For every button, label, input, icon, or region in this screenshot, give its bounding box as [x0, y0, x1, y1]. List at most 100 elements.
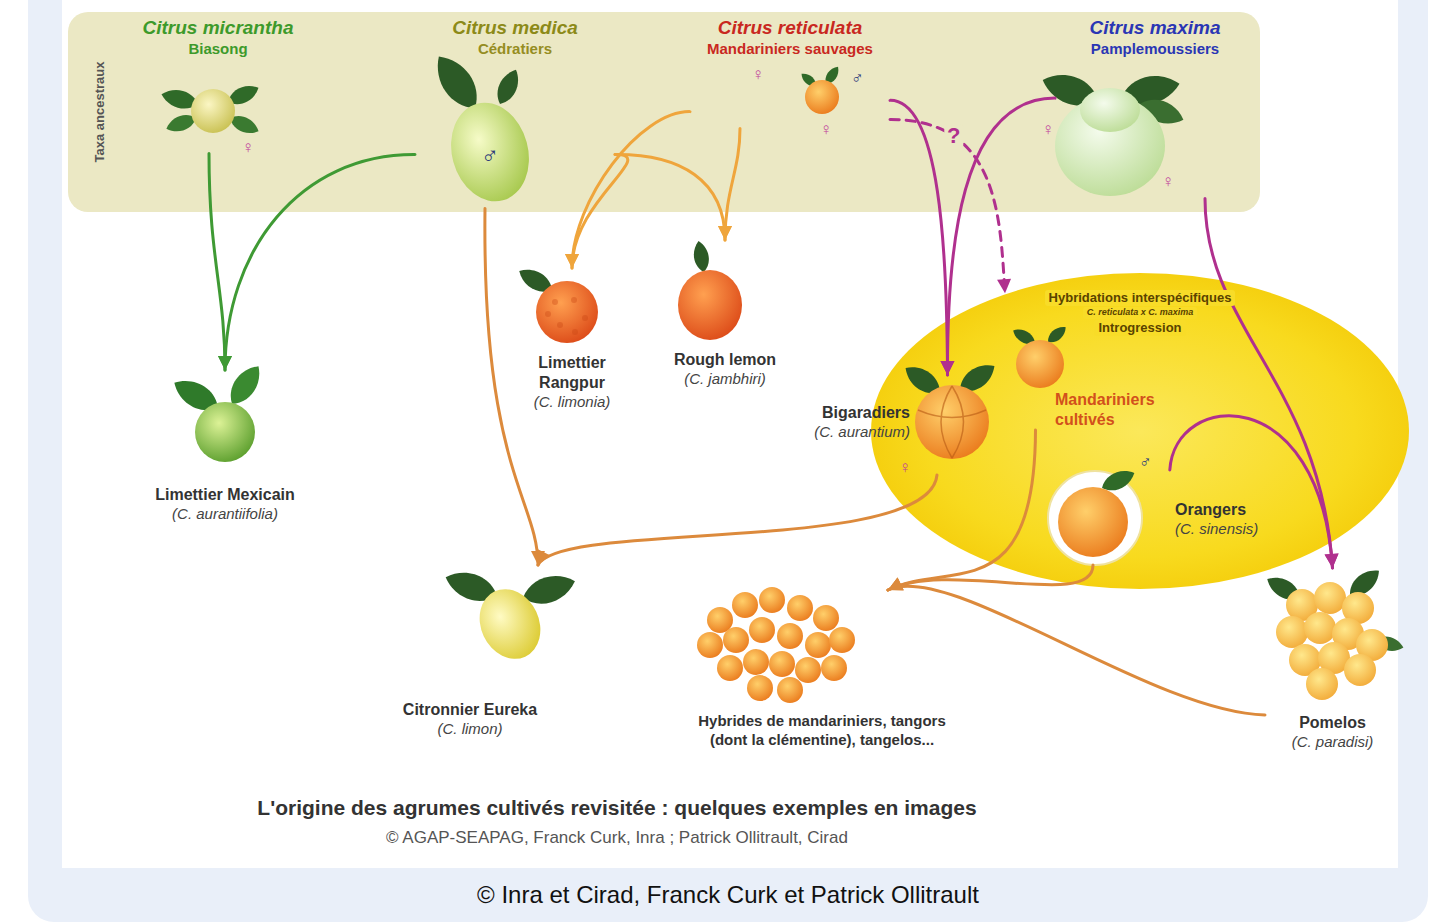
- species-node: Citrus medicaCédratiers: [415, 16, 615, 209]
- hybrid-mandarins-cluster: [777, 623, 803, 649]
- connector: [890, 119, 1011, 293]
- arrowhead: [888, 578, 904, 591]
- rough-lemon-fruit: [691, 240, 711, 274]
- connector-line: [725, 129, 740, 241]
- connector-line: [888, 586, 1265, 715]
- connector: [1205, 199, 1339, 569]
- citron-fruit: [440, 94, 539, 210]
- rangpur-fruit: [582, 315, 588, 321]
- arrowhead: [1325, 554, 1339, 568]
- female-symbol: ♀: [1162, 173, 1175, 192]
- hybrid-mandarins-cluster: [787, 595, 813, 621]
- connector-line: [1170, 416, 1333, 568]
- credit-line: © AGAP-SEAPAG, Franck Curk, Inra ; Patri…: [386, 829, 848, 848]
- arrowhead: [565, 254, 579, 268]
- common-name: Cédratiers: [415, 40, 615, 59]
- species-node: Citrus micranthaBiasong: [128, 16, 308, 154]
- connector-line: [485, 209, 538, 566]
- arrowhead: [218, 356, 232, 370]
- citron-fruit: [427, 48, 540, 210]
- citrus-node: Limettier Mexicain(C. aurantiifolia): [120, 370, 330, 524]
- hybrid-mandarins-cluster: [813, 605, 839, 631]
- connector: [888, 430, 1036, 590]
- band-shape: [68, 12, 1260, 212]
- male-symbol: ♂: [851, 69, 864, 88]
- connector-line: [572, 155, 628, 268]
- latin-name: (C. jambhiri): [655, 370, 795, 389]
- rangpur-fruit: [536, 281, 598, 343]
- sour-orange-fruit: [918, 386, 986, 458]
- connector: [1170, 416, 1339, 568]
- latin-name: (C. aurantiifolia): [120, 505, 330, 524]
- ancestral-taxa-band: Taxa ancestrauxCitrus micranthaBiasongCi…: [68, 12, 1260, 212]
- citrus-name: Orangers: [1175, 500, 1285, 520]
- micrantha-fruit: [191, 89, 235, 133]
- female-symbol: ♀: [820, 121, 833, 140]
- species-name: Citrus medica: [415, 16, 615, 40]
- ellipse-heading-text: Hybridations interspécifiques: [1045, 290, 1236, 306]
- connector-line: [225, 155, 415, 370]
- connector: [940, 98, 1055, 375]
- micrantha-fruit: [159, 81, 262, 138]
- sweet-orange-fruit: [1058, 487, 1128, 557]
- arrowhead: [888, 578, 904, 591]
- female-symbol: ♀: [899, 459, 912, 478]
- hybrid-mandarins-cluster: [805, 632, 831, 658]
- hybrid-group-node: Hybrides de mandariniers, tangors (dont …: [657, 590, 987, 750]
- citrus-name: Citronnier Eureka: [385, 700, 555, 720]
- hybrid-mandarins-cluster: [723, 627, 749, 653]
- arrowhead: [940, 361, 954, 375]
- common-name: Biasong: [128, 40, 308, 59]
- rough-lemon-fruit: [678, 240, 742, 340]
- citron-fruit: [492, 66, 524, 108]
- arrowhead: [997, 279, 1011, 293]
- connector: [485, 209, 545, 566]
- latin-name: (C. limonia): [507, 393, 637, 412]
- arrowhead: [565, 254, 579, 268]
- citrus-node: Mandariniers cultivés: [1010, 335, 1180, 430]
- connector: [209, 154, 232, 371]
- grapefruit-cluster: [1344, 654, 1376, 686]
- band-label: Taxa ancestraux: [92, 62, 108, 163]
- rangpur-fruit: [545, 297, 588, 335]
- hybrid-mandarins-cluster: [717, 655, 743, 681]
- connector-line: [572, 112, 690, 268]
- hybrid-mandarins-cluster: [777, 677, 803, 703]
- arrowhead: [218, 356, 232, 370]
- hybrid-mandarins-cluster: [747, 675, 773, 701]
- citrus-name: Limettier Rangpur: [507, 353, 637, 393]
- rough-lemon-fruit: [678, 270, 742, 340]
- species-name: Citrus reticulata: [690, 16, 890, 40]
- hybrid-mandarins-cluster: [697, 632, 723, 658]
- rangpur-fruit: [552, 299, 558, 305]
- wild-mandarin-fruit: [805, 80, 839, 114]
- latin-name: (C. limon): [385, 720, 555, 739]
- hybrid-mandarins-cluster: [749, 617, 775, 643]
- common-name: Pamplemoussiers: [1055, 40, 1255, 59]
- arrowhead: [940, 361, 954, 375]
- citrus-name: Pomelos: [1265, 713, 1400, 733]
- rangpur-fruit: [572, 329, 578, 335]
- citrus-node: Bigaradiers(C. aurantium): [790, 375, 1000, 475]
- connector-line: [888, 430, 1036, 590]
- hybrid-mandarins-cluster: [829, 627, 855, 653]
- latin-name: (C. paradisi): [1265, 733, 1400, 752]
- wild-mandarin-fruit: [799, 64, 842, 114]
- connector: [218, 155, 415, 370]
- species-name: Citrus micrantha: [128, 16, 308, 40]
- citrus-node: Orangers(C. sinensis): [1045, 470, 1285, 565]
- sweet-orange-fruit: [1048, 471, 1142, 565]
- arrowhead: [1325, 554, 1339, 568]
- arrowhead: [718, 226, 732, 240]
- title: L'origine des agrumes cultivés revisitée…: [57, 795, 1177, 821]
- sour-orange-fruit: [952, 386, 964, 458]
- connector: [538, 475, 937, 565]
- rangpur-fruit: [545, 311, 551, 317]
- mexican-lime-fruit: [169, 360, 268, 462]
- lemon-fruit: [469, 579, 552, 669]
- sour-orange-fruit: [941, 386, 952, 458]
- hybrid-mandarins-cluster: [743, 649, 769, 675]
- male-symbol: ♂: [481, 142, 499, 168]
- ellipse-subtext: C. reticulata x C. maxima: [1083, 307, 1198, 318]
- grapefruit-cluster: [1276, 582, 1388, 700]
